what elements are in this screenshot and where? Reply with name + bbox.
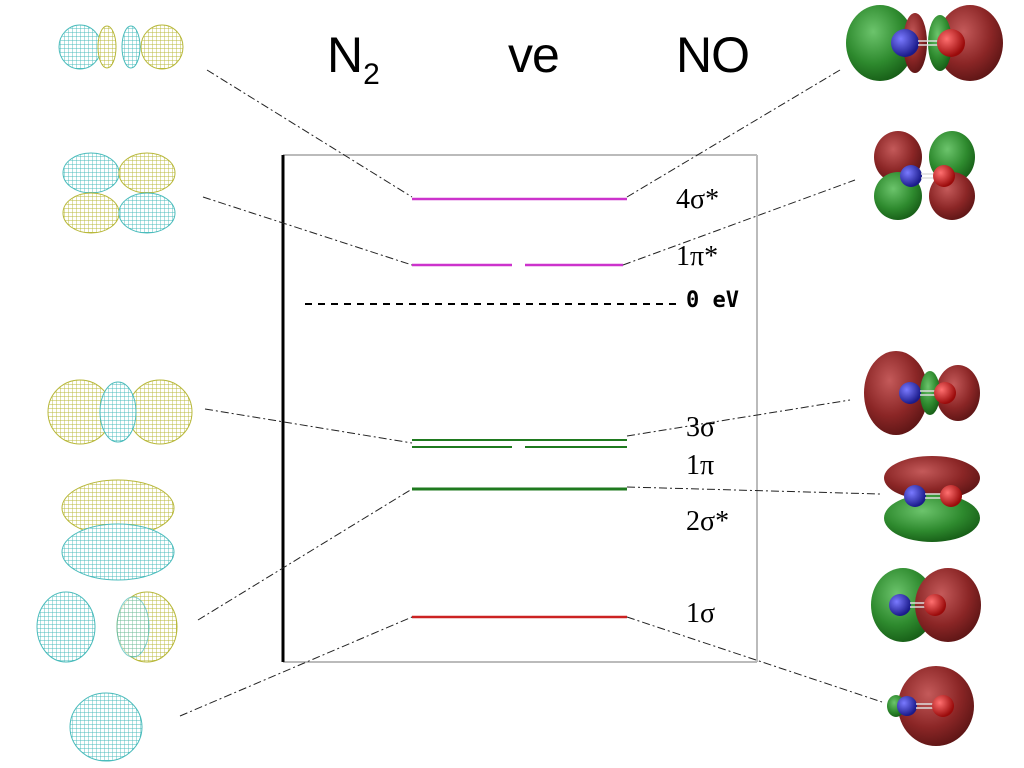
- no-orbital-1sigma-icon: [887, 666, 974, 746]
- connector-lines: [179, 69, 883, 717]
- title-no: NO: [676, 27, 750, 83]
- connector-n2-3sigma: [204, 408, 413, 444]
- connector-no-1sigma: [626, 616, 883, 703]
- label-4sigma-star: 4σ*: [676, 184, 720, 215]
- level-3sigma: [412, 439, 627, 448]
- n2-orbital-sigma-p-icon: [47, 379, 193, 445]
- n2-orbital-sigma-s-icon: [69, 692, 143, 762]
- energy-frame: [281, 154, 758, 663]
- no-orbital-1pi-star-icon: [874, 131, 975, 220]
- connector-n2-4sigma-star: [206, 69, 413, 198]
- n2-orbital-pi-star-icon: [62, 152, 176, 234]
- label-1pi: 1π: [686, 450, 715, 481]
- label-2sigma-star: 2σ*: [686, 506, 730, 537]
- title-n2-symbol: N: [327, 27, 363, 83]
- connector-n2-1pi-star: [202, 196, 413, 266]
- label-1pi-star: 1π*: [676, 241, 719, 272]
- connector-no-1pi: [626, 486, 881, 495]
- no-orbital-3sigma-icon: [864, 351, 980, 435]
- title-n2-subscript: 2: [363, 58, 380, 91]
- label-zero-ev: 0 eV: [686, 288, 739, 313]
- connector-n2-2sigma-star: [197, 488, 413, 621]
- no-orbital-4sigma-star-icon: [846, 5, 1003, 81]
- label-1sigma: 1σ: [686, 598, 716, 629]
- no-orbital-1pi-icon: [884, 456, 980, 542]
- connector-no-1pi-star: [622, 179, 856, 266]
- title-n2: N2: [327, 27, 380, 91]
- no-orbital-2sigma-star-icon: [871, 568, 981, 642]
- n2-orbital-pi-bonding-icon: [61, 479, 175, 581]
- title-ve: ve: [508, 27, 560, 83]
- connector-n2-1sigma: [179, 616, 413, 717]
- n2-orbital-sigma-star-p-icon: [58, 24, 184, 70]
- n2-orbital-sigma-star-s-icon: [36, 591, 178, 663]
- label-3sigma: 3σ: [686, 412, 716, 443]
- connector-no-4sigma-star: [626, 69, 841, 198]
- connector-no-3sigma: [626, 399, 851, 437]
